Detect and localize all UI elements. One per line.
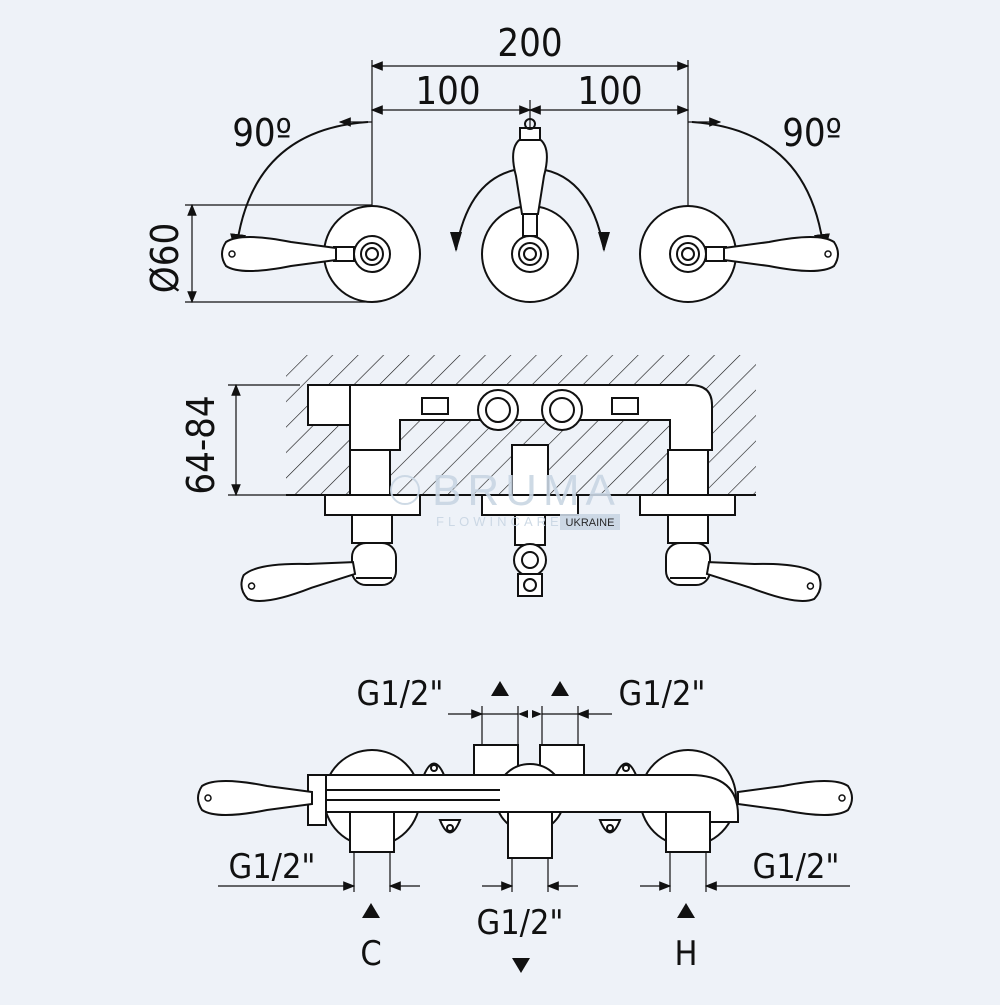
watermark-region: UKRAINE [566, 517, 615, 529]
arrow-down-outlet [512, 958, 530, 973]
angle-arc-right [691, 121, 830, 254]
angle-label-left: 90º [232, 111, 292, 155]
inlet-right [541, 389, 583, 431]
spout-swing-arrow-right [598, 232, 610, 252]
watermark-tagline: FLOWINCARE [436, 514, 563, 529]
lug-bottom-left [438, 819, 462, 834]
lever-right-top [723, 236, 839, 272]
spout-joint [513, 543, 547, 577]
body-end-cap [307, 384, 351, 426]
lever-left-top [221, 236, 337, 272]
stem-left [349, 449, 391, 496]
spout-swing-arrow-left [450, 232, 462, 252]
rosette-center [481, 118, 579, 303]
watermark: BRUMA FLOWINCARE UKRAINE [390, 466, 621, 530]
arrow-up-top-right [551, 681, 569, 696]
top-view: 200 100 100 90º 90º Ø60 [143, 21, 842, 304]
rosette-left [221, 205, 421, 303]
conn-label-bottom-left: G1/2" [229, 847, 316, 887]
spout-neck [514, 514, 546, 546]
arrow-up-top-left [491, 681, 509, 696]
stem-right [667, 449, 709, 496]
conn-label-top-left: G1/2" [357, 674, 444, 714]
diameter-label: Ø60 [143, 223, 187, 293]
lever-left-side [237, 550, 358, 606]
side-view: 64-84 [179, 355, 825, 606]
arrow-up-cold [362, 903, 380, 918]
lever-right-bottom [737, 780, 853, 816]
watermark-brand: BRUMA [432, 466, 621, 515]
outlet-stub-left [349, 811, 395, 853]
bottom-view: G1/2" G1/2" [197, 674, 853, 974]
body-clamp-right [611, 397, 639, 415]
valve-neck-left [351, 514, 393, 544]
dim-label-200: 200 [497, 21, 562, 65]
stem-center [511, 444, 549, 496]
rosette-right [639, 205, 839, 303]
rosette-side-right [639, 494, 736, 516]
inlet-left [477, 389, 519, 431]
watermark-logo-icon [390, 475, 420, 505]
lever-right-side [704, 550, 825, 606]
outlet-stub-right [665, 811, 711, 853]
lever-left-bottom [197, 780, 313, 816]
dim-label-100-left: 100 [415, 69, 480, 113]
lug-bottom-right [598, 819, 622, 834]
conn-label-top-right: G1/2" [619, 674, 706, 714]
rosette-side-left [324, 494, 421, 516]
dim-label-100-right: 100 [577, 69, 642, 113]
arrow-up-hot [677, 903, 695, 918]
angle-arc-left [230, 121, 369, 254]
hot-label: H [674, 934, 697, 974]
spout-outlet [517, 573, 543, 597]
watermark-region-box [560, 514, 620, 530]
body-clamp-left [421, 397, 449, 415]
angle-label-right: 90º [782, 111, 842, 155]
cold-label: C [360, 934, 381, 974]
conn-label-bottom-center: G1/2" [477, 903, 564, 943]
outlet-stub-center [507, 811, 553, 859]
valve-neck-right [667, 514, 709, 544]
conn-label-bottom-right: G1/2" [753, 847, 840, 887]
depth-label: 64-84 [179, 395, 223, 494]
